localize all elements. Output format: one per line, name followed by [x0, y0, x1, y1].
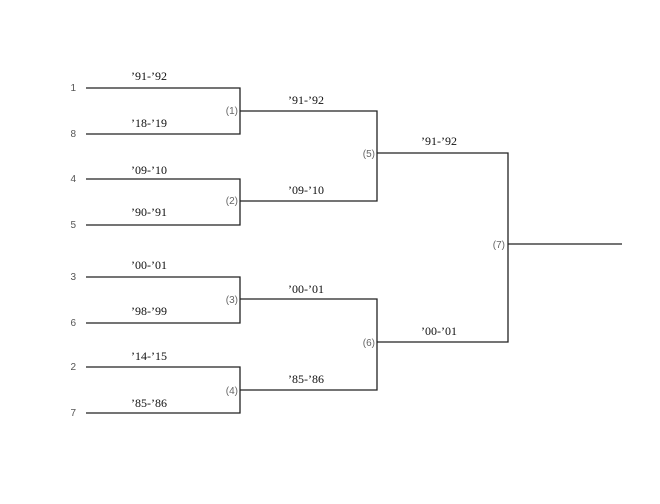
team-label: ’98-’99: [131, 304, 167, 318]
match-number-label: (2): [226, 196, 238, 207]
finalist-team-label: ’00-’01: [421, 324, 457, 338]
seed-label: 3: [70, 272, 76, 283]
seed-label: 7: [70, 408, 76, 419]
seed-label: 8: [70, 129, 76, 140]
advanced-team-label: ’00-’01: [288, 282, 324, 296]
match-5-bracket-line: [240, 110, 378, 202]
match-7-bracket-line: [377, 152, 509, 343]
advanced-team-label: ’09-’10: [288, 183, 324, 197]
seed-label: 6: [70, 318, 76, 329]
team-label: ’91-’92: [131, 69, 167, 83]
seed-label: 4: [70, 174, 76, 185]
finalist-team-label: ’91-’92: [421, 134, 457, 148]
seed-label: 2: [70, 362, 76, 373]
match-number-label: (3): [226, 295, 238, 306]
match-number-label: (1): [226, 106, 238, 117]
team-label: ’09-’10: [131, 163, 167, 177]
match-number-label: (4): [226, 386, 238, 397]
seed-label: 5: [70, 220, 76, 231]
advanced-team-label: ’91-’92: [288, 93, 324, 107]
match-6-bracket-line: [240, 298, 378, 391]
match-2-bracket-line: [86, 178, 241, 226]
team-label: ’85-’86: [131, 396, 167, 410]
team-label: ’14-’15: [131, 349, 167, 363]
team-label: ’90-’91: [131, 205, 167, 219]
team-label: ’18-’19: [131, 116, 167, 130]
seed-label: 1: [70, 83, 76, 94]
match-number-label: (6): [363, 338, 375, 349]
team-label: ’00-’01: [131, 258, 167, 272]
match-3-bracket-line: [86, 276, 241, 324]
advanced-team-label: ’85-’86: [288, 372, 324, 386]
final-match-number-label: (7): [493, 240, 505, 251]
match-number-label: (5): [363, 149, 375, 160]
